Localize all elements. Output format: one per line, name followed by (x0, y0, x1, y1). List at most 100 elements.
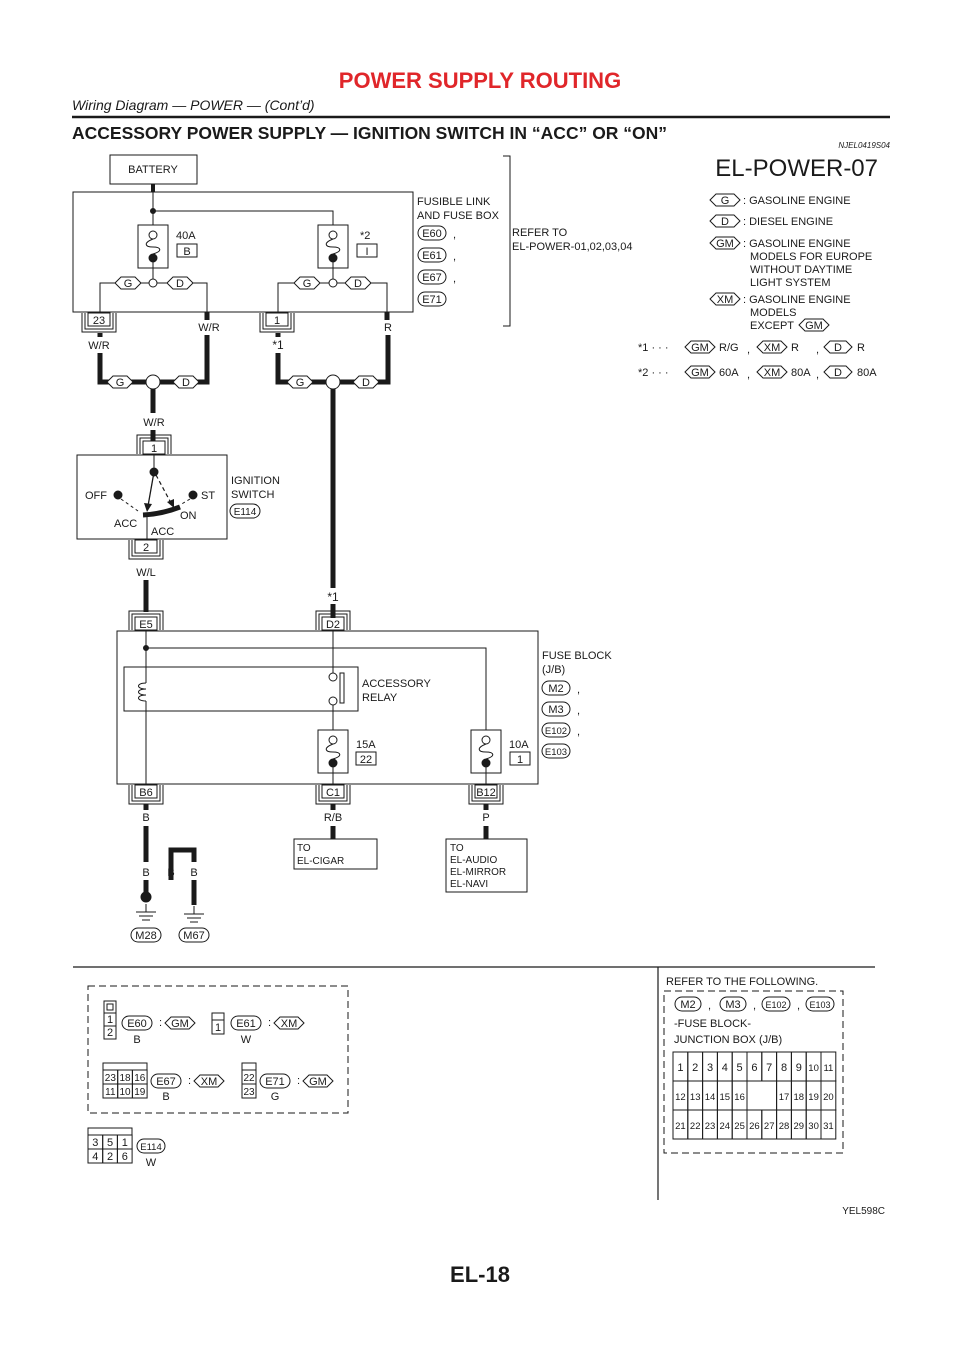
fuse-rating: 40A (176, 230, 196, 242)
fusible-link-connector: E67 (422, 272, 442, 284)
diesel-tag-label: D (834, 342, 842, 354)
separator: , (753, 1000, 756, 1012)
gm-tag-label: GM (691, 367, 709, 379)
separator: : (159, 1017, 162, 1029)
wire-color-label: W/R (143, 417, 164, 429)
legend-text: : GASOLINE ENGINE (743, 238, 851, 250)
diesel-tag-label: D (834, 367, 842, 379)
connector-id-badge (130, 927, 162, 943)
gm-tag-label: GM (805, 320, 823, 332)
switch-dashed-arrow (155, 474, 172, 504)
jb-pin: 6 (751, 1062, 757, 1074)
gasoline-tag-label: G (303, 278, 312, 290)
ignition-switch-terminal-bracket (139, 437, 169, 454)
jb-connector: E102 (765, 1000, 786, 1010)
fuse-block-terminal (134, 784, 158, 799)
jb-pin: 17 (779, 1092, 790, 1103)
jb-pin: 24 (720, 1121, 731, 1132)
ignition-switch-label: IGNITION (231, 475, 280, 487)
connector-view-group (87, 985, 349, 1114)
separator: , (577, 705, 580, 717)
jb-cell (820, 1109, 837, 1140)
to-el-audio-label: EL-NAVI (450, 879, 488, 890)
legend-text: MODELS FOR EUROPE (750, 251, 872, 263)
fuse-rating: 15A (356, 739, 376, 751)
xm-tag (193, 1074, 225, 1088)
fuse-block-terminal-bracket (131, 785, 161, 802)
e71-color: G (271, 1091, 280, 1103)
wire-color-label: W/R (198, 322, 219, 334)
ignition-switch-label: SWITCH (231, 489, 274, 501)
jb-pin: 22 (690, 1121, 701, 1132)
connector-id-badge (761, 996, 791, 1012)
fuse-contact (328, 230, 338, 240)
connector-id-badge (417, 247, 447, 263)
jb-pin: 11 (823, 1063, 833, 1074)
e114-pin: 4 (92, 1151, 98, 1163)
jb-connector: E103 (809, 1000, 830, 1010)
fuse-element-icon (325, 743, 341, 760)
ignition-switch-box (76, 454, 228, 540)
switch-position-off: OFF (85, 490, 107, 502)
e67-pin: 18 (119, 1073, 131, 1084)
connector-id-badge (230, 1015, 262, 1031)
fuse-block-terminal-label: D2 (326, 619, 340, 631)
page-subtitle: Wiring Diagram — POWER — (Cont’d) (72, 97, 315, 113)
note-value: R/G (719, 342, 739, 354)
to-el-audio-box (445, 838, 528, 893)
connector-id-badge (121, 1015, 153, 1031)
node (148, 278, 158, 288)
relay-contact (328, 672, 338, 682)
fuse-contact (148, 253, 158, 263)
e114-pin: 1 (122, 1137, 128, 1149)
e60-id: E60 (127, 1018, 147, 1030)
separator: , (747, 344, 750, 356)
connector-id-badge (417, 269, 447, 285)
xm-tag-label: XM (717, 294, 734, 306)
gm-tag (164, 1016, 196, 1030)
e60-pin: 1 (107, 1014, 113, 1026)
e67-pin: 11 (105, 1087, 116, 1098)
fuse-contact (328, 253, 338, 263)
wire-note-label: *1 (272, 338, 284, 352)
jb-pin: 30 (808, 1121, 819, 1132)
connector-id-badge (259, 1073, 291, 1089)
jb-pin: 19 (808, 1092, 819, 1103)
connector-cap (241, 1062, 257, 1071)
wire-note-label: *1 (327, 590, 339, 604)
jb-pin: 16 (734, 1092, 745, 1103)
jb-pin: 29 (794, 1121, 805, 1132)
connector-cap (102, 1062, 148, 1071)
wire-color-label: B (142, 812, 149, 824)
e114-pin: 5 (107, 1137, 113, 1149)
fuse-number: I (365, 246, 368, 258)
diesel-tag (344, 276, 372, 290)
note-value: 80A (791, 367, 811, 379)
ignition-switch-terminal-bracket (131, 540, 161, 557)
connector-id-badge (674, 996, 702, 1012)
fuse-block-terminal (321, 616, 345, 631)
fuse-block-terminal (134, 616, 158, 631)
connector-id-badge (150, 1073, 182, 1089)
legend-text: MODELS (750, 307, 796, 319)
refer-bracket (503, 155, 511, 327)
to-el-cigar-box (293, 838, 378, 870)
gm-tag (684, 340, 716, 354)
to-el-audio-label: TO (450, 843, 464, 854)
e71-cell (241, 1083, 257, 1099)
connector-id-badge (417, 291, 447, 307)
e71-pin: 22 (243, 1073, 255, 1084)
e114-pin: 3 (92, 1137, 98, 1149)
relay-coil-icon (138, 682, 147, 702)
e114-pin: 6 (122, 1151, 128, 1163)
jb-label: JUNCTION BOX (J/B) (674, 1034, 782, 1046)
fuse-block-terminal-label: E5 (139, 619, 152, 631)
fuse-block-terminal-label: B6 (139, 787, 152, 799)
e67-pin: 10 (119, 1087, 131, 1098)
separator: , (453, 273, 456, 285)
fuse-block-terminal (321, 784, 345, 799)
fuse-number-box (355, 751, 377, 766)
wire (153, 210, 334, 225)
switch-position-acc: ACC (114, 518, 137, 530)
